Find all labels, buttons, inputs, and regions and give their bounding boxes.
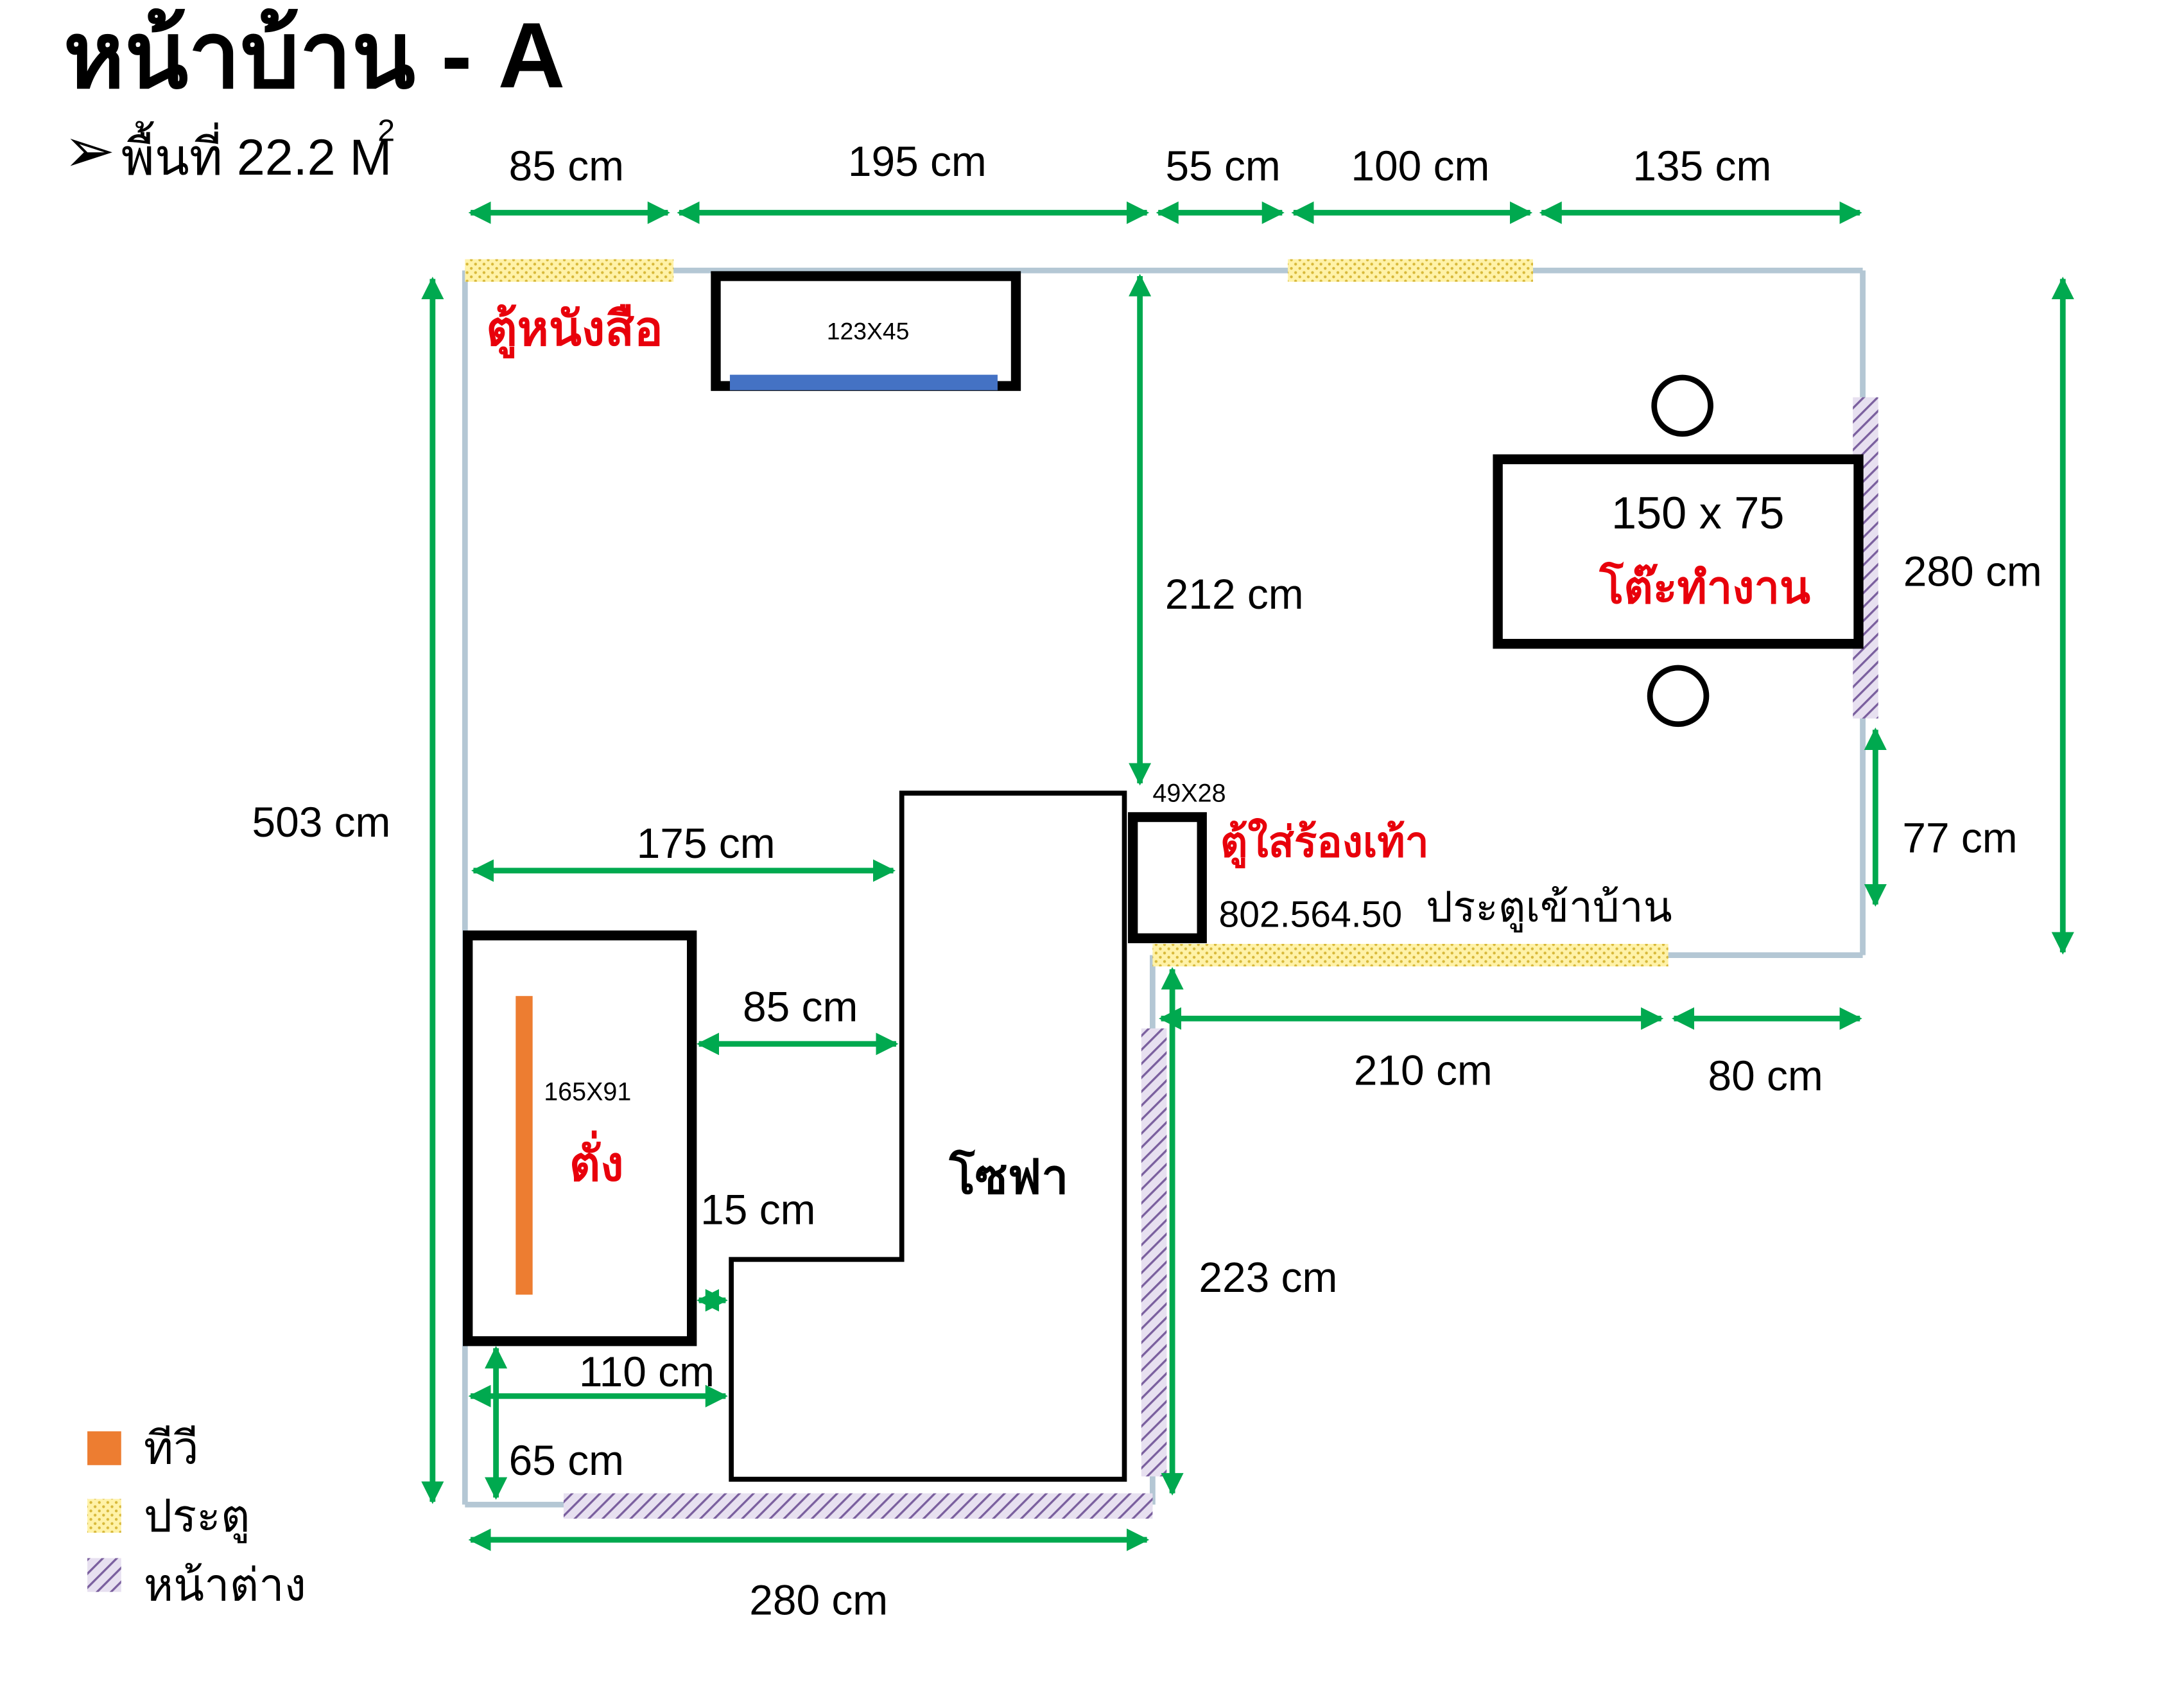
door-top-left (465, 259, 674, 282)
chair-top (1651, 374, 1713, 437)
bookshelf-label: ตู้หนังสือ (486, 302, 663, 359)
dim-side-223: 223 cm (1199, 1253, 1337, 1301)
entrance-label: ประตูเข้าบ้าน (1426, 883, 1672, 933)
legend-window-swatch (87, 1558, 121, 1592)
dim-right-280: 280 cm (1903, 548, 2042, 595)
dim-bottom-280: 280 cm (749, 1576, 888, 1623)
dim-w-85: 85 cm (743, 983, 858, 1031)
dim-top-135: 135 cm (1633, 142, 1771, 189)
tv-stand (463, 930, 697, 1346)
tv-stand-size: 165X91 (544, 1078, 631, 1106)
window-bottom (563, 1493, 1153, 1519)
dim-h-65: 65 cm (509, 1436, 624, 1484)
dim-w-15: 15 cm (700, 1186, 815, 1233)
legend-door-label: ประตู (144, 1490, 250, 1544)
legend-tv-label: ทีวี (144, 1423, 199, 1474)
dim-top-55: 55 cm (1165, 142, 1280, 189)
shoe-cabinet (1127, 812, 1207, 943)
entrance-door (1152, 944, 1668, 967)
shoe-cabinet-label: ตู้ใส่ร้องเท้า (1220, 817, 1429, 869)
page-title: หน้าบ้าน - A (64, 3, 566, 107)
dim-w-175: 175 cm (637, 819, 776, 867)
dim-right-77: 77 cm (1902, 814, 2017, 861)
shoe-cabinet-size: 49X28 (1152, 779, 1226, 807)
bookshelf-bar (729, 374, 998, 390)
desk-size: 150 x 75 (1611, 487, 1784, 538)
dim-door-210: 210 cm (1354, 1046, 1493, 1093)
door-top-right (1288, 259, 1533, 282)
cabinet-code: 802.564.50 (1219, 894, 1403, 936)
dim-mid-212: 212 cm (1165, 570, 1304, 618)
dim-top-195: 195 cm (848, 137, 987, 185)
dim-w-110: 110 cm (579, 1348, 715, 1395)
desk (1493, 454, 1864, 649)
dim-top-85: 85 cm (509, 142, 624, 189)
legend-tv-swatch (87, 1431, 121, 1465)
bookshelf (711, 271, 1021, 391)
window-side (1141, 1028, 1167, 1477)
sofa (729, 790, 1127, 1482)
desk-label: โต๊ะทำงาน (1599, 561, 1810, 613)
legend-door-swatch (87, 1499, 121, 1533)
tv-stand-label: ตั่ง (569, 1130, 624, 1191)
legend: ทีวี ประตู หน้าต่าง (87, 1423, 306, 1610)
bullet-icon: ➢ (64, 117, 116, 186)
area-superscript: 2 (377, 113, 395, 148)
legend-window-label: หน้าต่าง (144, 1559, 306, 1610)
sofa-label: โซฟา (949, 1148, 1068, 1203)
dimension-arrows (421, 201, 2074, 1551)
dim-top-100: 100 cm (1351, 142, 1489, 189)
area-label: พื้นที่ 22.2 M (121, 121, 392, 186)
bookshelf-size: 123X45 (827, 318, 910, 345)
dim-door-80: 80 cm (1708, 1052, 1823, 1099)
dim-left-503: 503 cm (252, 798, 390, 846)
tv (516, 996, 533, 1295)
chair-bottom (1647, 665, 1710, 728)
